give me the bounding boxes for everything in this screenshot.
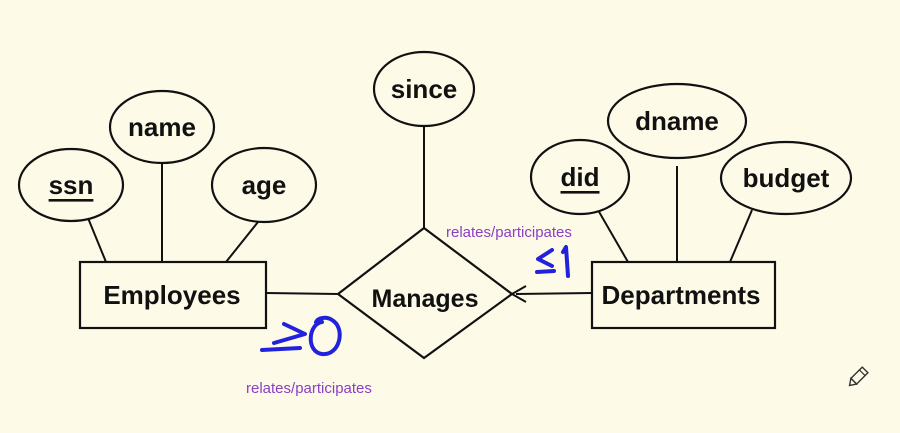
attribute-label-budget: budget [743,163,830,193]
attribute-age: age [210,146,318,224]
attribute-name: name [108,89,216,165]
handwritten-at-most-one-mark [535,245,570,278]
attribute-label-did: did [561,162,600,192]
attribute-did: did [529,138,631,216]
age-connector [225,221,259,263]
attribute-label-dname: dname [635,106,719,136]
departments-manages-link [515,292,593,295]
employees-manages-link [265,292,339,295]
attribute-dname: dname [606,82,748,160]
attribute-since: since [372,50,476,128]
budget-connector [729,209,753,263]
attribute-ssn: ssn [17,147,125,223]
attribute-label-age: age [242,170,287,200]
pencil-icon[interactable] [847,366,869,388]
relationship-manages: Manages [336,226,514,360]
attribute-label-name: name [128,112,196,142]
relationship-label-manages: Manages [372,285,479,313]
annotation-top-note: relates/participates [446,224,572,241]
connector-lines [87,126,753,303]
attribute-budget: budget [719,140,853,216]
annotation-bottom-note: relates/participates [246,380,372,397]
entity-label-departments: Departments [602,280,761,310]
ssn-connector [87,217,107,263]
attribute-label-since: since [391,74,458,104]
handwritten-at-least-zero-mark [260,315,342,356]
entity-label-employees: Employees [103,280,240,310]
entity-employees: Employees [78,260,268,330]
entity-departments: Departments [590,260,777,330]
did-connector [597,209,629,263]
attribute-label-ssn: ssn [49,170,94,200]
